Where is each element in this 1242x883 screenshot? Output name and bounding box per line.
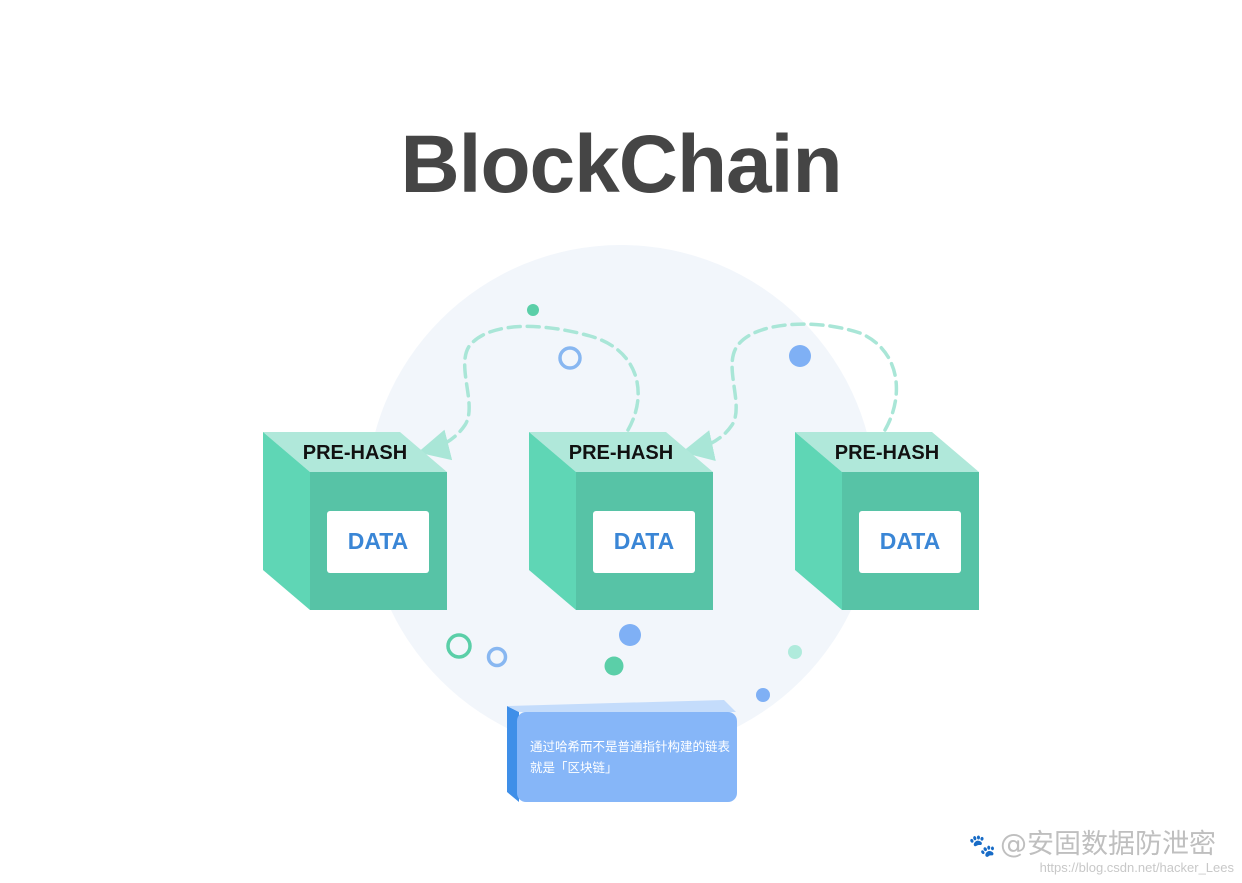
block-1: PRE-HASH DATA [263, 432, 447, 610]
data-label: DATA [880, 528, 940, 554]
watermark-brand: @安固数据防泄密 [1000, 829, 1216, 860]
block-top-face [795, 432, 979, 472]
decor-dot [619, 624, 641, 646]
link-arrow-3-to-2 [681, 322, 899, 461]
link-arrow-2-to-1 [417, 324, 640, 461]
decor-ring [446, 633, 472, 659]
watermark-url: https://blog.csdn.net/hacker_Lees [1039, 860, 1234, 875]
decor-dot [756, 688, 770, 702]
data-label: DATA [348, 528, 408, 554]
note-card-face [517, 712, 737, 802]
block-header-label: PRE-HASH [303, 442, 407, 464]
note-card-side [507, 706, 519, 802]
block-3: PRE-HASH DATA [795, 432, 979, 610]
block-top-face [263, 432, 447, 472]
block-header-label: PRE-HASH [569, 442, 673, 464]
block-2: PRE-HASH DATA [529, 432, 713, 610]
watermark: 🐾@安固数据防泄密 [969, 822, 1216, 861]
decor-dot [788, 645, 802, 659]
note-card [507, 700, 737, 802]
data-box [593, 511, 695, 573]
block-header-label: PRE-HASH [835, 442, 939, 464]
decor-ring [486, 646, 508, 668]
decor-dot [604, 656, 624, 676]
block-top-face [529, 432, 713, 472]
note-card-top [507, 700, 736, 712]
decor-ring [558, 346, 582, 370]
paw-icon: 🐾 [968, 834, 996, 859]
note-text: 通过哈希而不是普通指针构建的链表就是「区块链」 [530, 739, 731, 775]
decor-dot [789, 345, 811, 367]
decor-dot [527, 304, 539, 316]
data-box [859, 511, 961, 573]
block-side-face [795, 432, 842, 610]
data-label: DATA [614, 528, 674, 554]
block-side-face [529, 432, 576, 610]
diagram-title: BlockChain [400, 119, 842, 210]
data-box [327, 511, 429, 573]
block-side-face [263, 432, 310, 610]
